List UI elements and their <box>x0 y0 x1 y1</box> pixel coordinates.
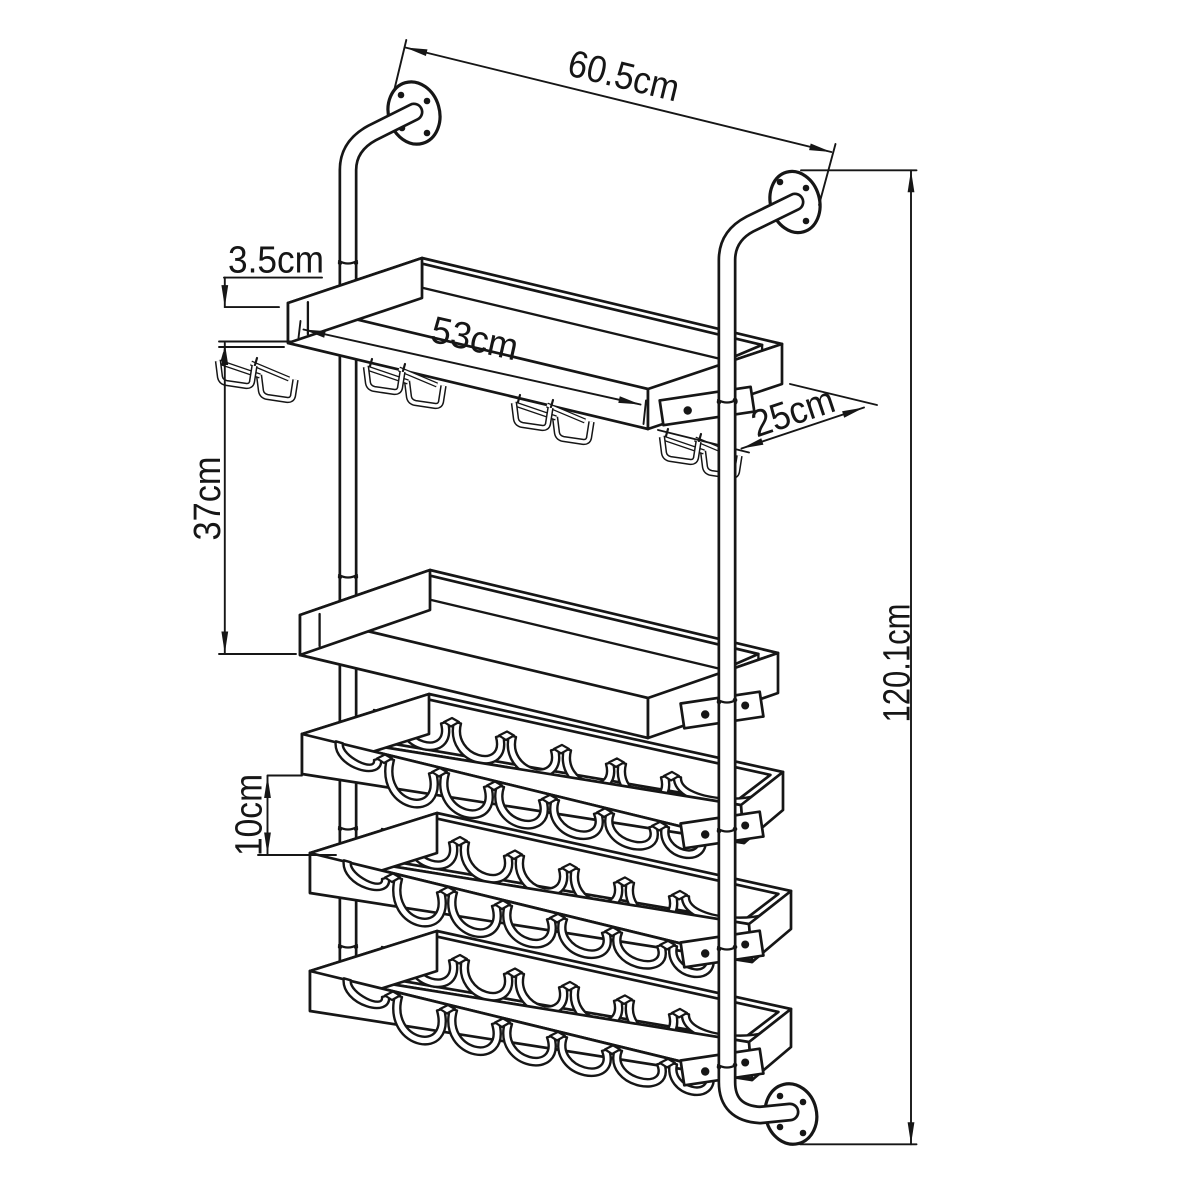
svg-text:3.5cm: 3.5cm <box>228 240 324 282</box>
svg-text:10cm: 10cm <box>229 774 271 856</box>
svg-text:120.1cm: 120.1cm <box>877 604 919 723</box>
svg-text:37cm: 37cm <box>187 457 229 541</box>
